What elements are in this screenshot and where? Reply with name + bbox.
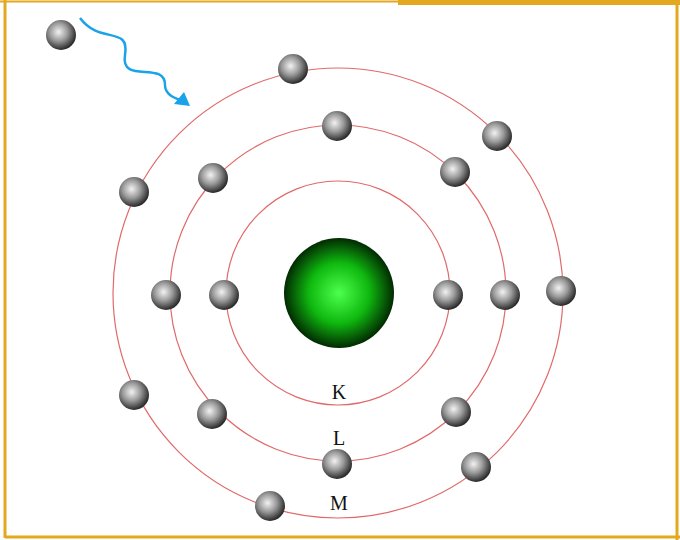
nucleus xyxy=(284,238,394,348)
electron xyxy=(440,157,470,187)
electron xyxy=(546,276,576,306)
electron xyxy=(441,397,471,427)
arrowhead xyxy=(174,92,190,106)
electron xyxy=(209,280,239,310)
electron xyxy=(278,54,308,84)
electron xyxy=(433,280,463,310)
electron xyxy=(322,449,352,479)
electron xyxy=(322,111,352,141)
electron xyxy=(151,280,181,310)
electron xyxy=(490,280,520,310)
electron xyxy=(197,399,227,429)
shell-label: K xyxy=(329,381,349,403)
electron xyxy=(198,163,228,193)
electron xyxy=(461,452,491,482)
shell-label: L xyxy=(330,427,348,449)
orbits xyxy=(113,68,563,518)
electron xyxy=(255,491,285,521)
electron xyxy=(482,121,512,151)
incoming-wave xyxy=(80,18,183,101)
electron xyxy=(119,177,149,207)
shell-label: M xyxy=(327,492,351,514)
electron xyxy=(46,20,76,50)
electrons xyxy=(46,20,576,521)
electron xyxy=(119,380,149,410)
